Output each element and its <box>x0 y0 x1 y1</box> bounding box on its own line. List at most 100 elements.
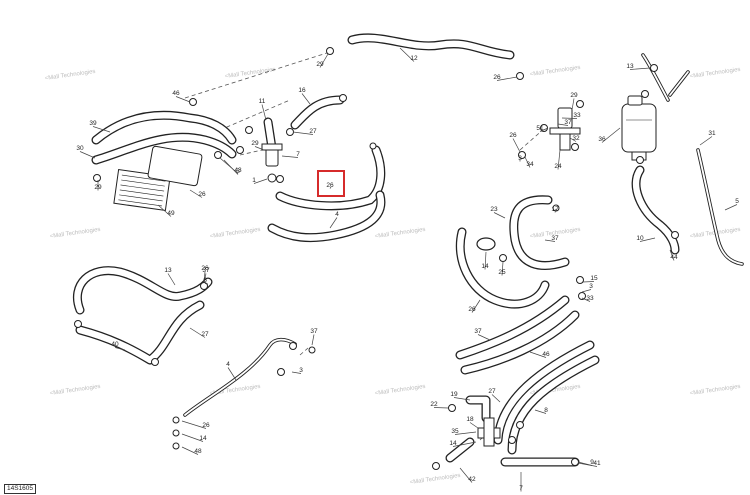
callout-leader <box>582 281 595 283</box>
callout-leader <box>114 347 126 351</box>
callout-label: 15 <box>590 275 598 282</box>
watermark: <Mall Technologies <box>374 384 425 397</box>
callout-label: 4 <box>335 211 339 218</box>
callout-label: 34 <box>526 161 534 168</box>
watermark: <Mall Technologies <box>209 227 260 240</box>
callout-label: 27 <box>309 128 317 135</box>
callout-leader <box>639 237 656 242</box>
callout-label: 16 <box>298 87 306 94</box>
callout-label: 51 <box>536 125 544 132</box>
callout-label: 29 <box>570 92 578 99</box>
callout-leader <box>454 431 477 435</box>
callout-leader <box>329 217 338 229</box>
callout-leader <box>491 394 501 403</box>
watermark: <Mall Technologies <box>374 227 425 240</box>
callout-leader <box>189 189 203 198</box>
callout-label: 6 <box>203 277 207 284</box>
callout-leader <box>669 249 675 261</box>
callout-label: 14 <box>199 435 207 442</box>
callout-label: 13 <box>164 267 172 274</box>
clamp-coil <box>476 237 496 251</box>
diagram-code: 14S1605 <box>4 484 37 494</box>
callout-leader <box>561 117 578 119</box>
callout-leader <box>469 422 479 429</box>
t-fitting-41 <box>477 417 501 447</box>
callout-leader <box>534 409 547 414</box>
callout-leader <box>204 283 209 285</box>
watermark: <Mall Technologies <box>409 473 460 486</box>
callout-leader <box>175 96 191 103</box>
callout-leader <box>329 186 332 189</box>
hose-6 <box>72 266 213 315</box>
callout-leader <box>459 467 473 483</box>
callout-label: 27 <box>201 331 209 338</box>
callout-leader <box>181 420 207 429</box>
callout-label: 13 <box>626 63 634 70</box>
callout-label: 11 <box>259 98 266 105</box>
callout-label: 26 <box>198 191 206 198</box>
callout-label: 37 <box>202 267 210 274</box>
callout-label: 37 <box>474 328 482 335</box>
highlight-box <box>317 170 345 197</box>
callout-label: 23 <box>490 206 498 213</box>
callout-leader <box>581 289 592 293</box>
callout-leader <box>529 351 547 358</box>
callout-label: 42 <box>468 476 476 483</box>
callout-label: 41 <box>593 460 601 467</box>
watermark: <Mall Technologies <box>529 65 580 78</box>
callout-leader <box>261 104 267 121</box>
callout-leader <box>453 397 471 401</box>
watermark: <Mall Technologies <box>49 227 100 240</box>
watermark: <Mall Technologies <box>224 67 275 80</box>
callout-leader <box>601 127 621 143</box>
hose-clamps <box>74 47 679 470</box>
callout-label: 46 <box>172 90 180 97</box>
callout-leader <box>571 98 575 111</box>
thermostat-housing <box>261 143 283 183</box>
callout-leader <box>477 334 491 341</box>
callout-leader <box>301 93 311 105</box>
callout-leader <box>557 123 569 126</box>
callout-label: 29 <box>316 61 324 68</box>
callout-label: 44 <box>670 254 678 261</box>
callout-label: 37 <box>310 328 318 335</box>
callout-leader <box>281 155 299 158</box>
callout-label: 19 <box>450 391 458 398</box>
callout-leader <box>452 441 477 447</box>
callout-leader <box>92 126 111 133</box>
callout-label: 9 <box>590 459 594 466</box>
callout-label: 1 <box>252 177 256 184</box>
callout-leader <box>512 138 521 153</box>
callout-leader <box>319 53 329 68</box>
watermark: <Mall Technologies <box>49 384 100 397</box>
callout-label: 3 <box>518 155 522 162</box>
callout-leader <box>189 327 206 338</box>
callout-label: 27 <box>488 388 496 395</box>
callout-label: 37 <box>564 119 572 126</box>
callout-label: 4 <box>226 361 230 368</box>
callout-label: 33 <box>586 295 594 302</box>
callout-label: 30 <box>76 145 84 152</box>
callout-label: 49 <box>167 210 175 217</box>
callout-leader <box>484 251 487 270</box>
callout-label: 32 <box>572 135 580 142</box>
callout-leader <box>501 261 504 276</box>
callout-leader <box>433 407 449 409</box>
tubes <box>183 53 744 417</box>
callout-label: 39 <box>89 120 97 127</box>
callout-leader <box>311 334 315 346</box>
callout-leader <box>292 131 314 135</box>
callout-label: 5 <box>735 198 739 205</box>
callout-label: 46 <box>542 351 550 358</box>
callout-leader <box>254 146 265 151</box>
callout-label: 8 <box>544 407 548 414</box>
callout-leader <box>219 157 239 174</box>
assembly-lines <box>184 51 546 441</box>
callout-leader <box>167 273 176 286</box>
callout-label: 29 <box>251 140 259 147</box>
callout-leader <box>79 151 96 159</box>
callout-label: 3 <box>589 283 593 290</box>
callout-label: 37 <box>551 235 559 242</box>
callout-label: 31 <box>708 130 716 137</box>
